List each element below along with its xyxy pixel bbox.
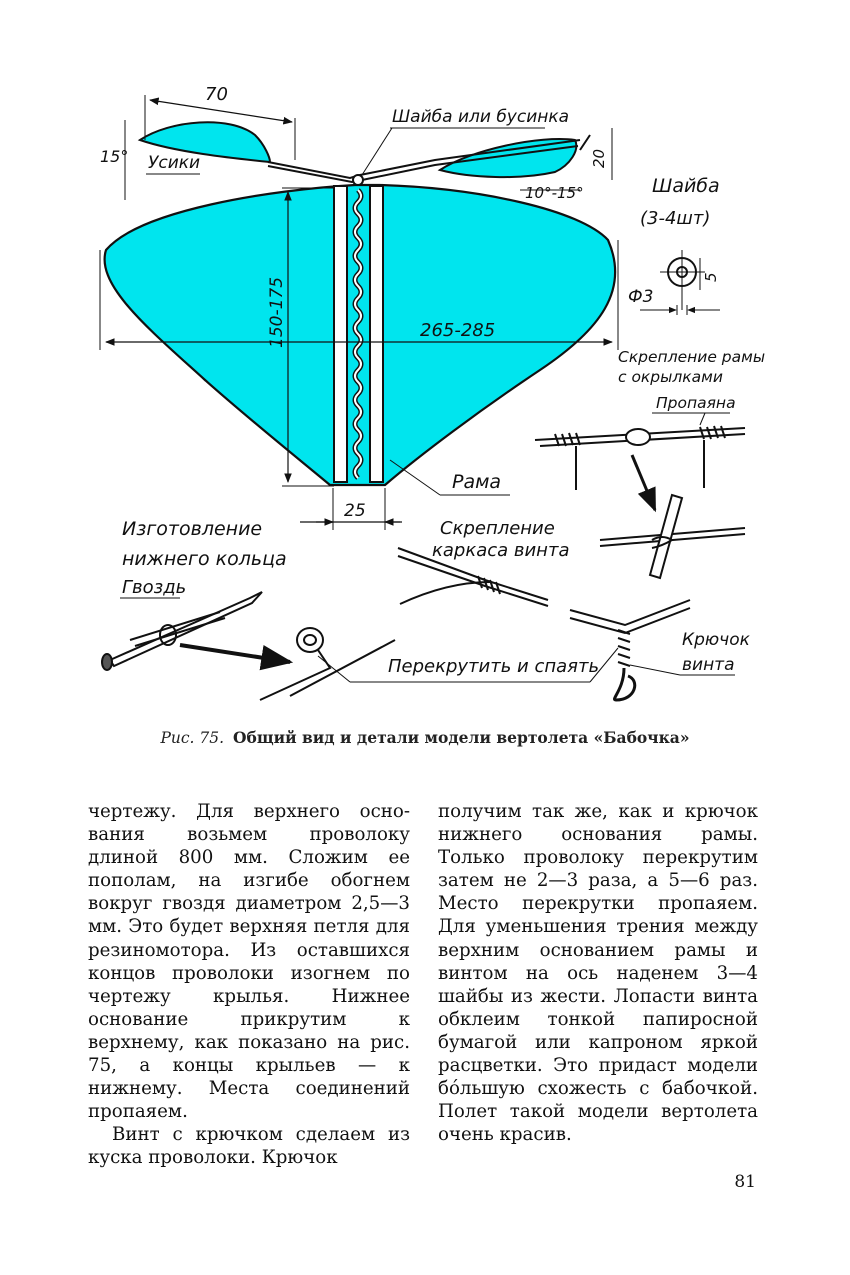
right-paragraph-1: получим так же, как и крю­чок нижнего ос… xyxy=(438,801,758,1146)
dim-70-label: 70 xyxy=(205,84,228,105)
prop-frame-label-1: Скрепление xyxy=(440,518,555,539)
right-column: получим так же, как и крю­чок нижнего ос… xyxy=(438,800,758,1146)
figure-number: Рис. 75. xyxy=(160,729,225,747)
ring-drawing xyxy=(259,627,396,701)
hook-label-2: винта xyxy=(682,655,735,675)
dim-150-175-label: 150-175 xyxy=(267,277,287,348)
page-number: 81 xyxy=(734,1172,756,1192)
lower-ring-label-1: Изготовление xyxy=(122,518,262,540)
nail-drawing xyxy=(101,591,263,671)
dim-265-285-label: 265-285 xyxy=(420,320,495,341)
dim-20-label: 20 xyxy=(590,149,608,168)
frame-rails xyxy=(333,185,384,483)
left-paragraph-2: Винт с крючком сделаем из куска проволок… xyxy=(88,1124,410,1169)
hook-drawing xyxy=(569,599,691,702)
lower-ring-label-2: нижнего кольца xyxy=(122,548,287,570)
washer-title-label: Шайба xyxy=(652,175,720,197)
hook-label-1: Крючок xyxy=(682,630,751,650)
frame-wings-label-1: Скрепление рамы xyxy=(618,348,765,366)
left-column: чертежу. Для верхнего осно­вания возьмем… xyxy=(88,800,410,1170)
caption-text: Общий вид и детали модели вертолета «Баб… xyxy=(233,728,690,747)
prop-frame-drawing xyxy=(397,547,549,607)
nail-label: Гвоздь xyxy=(122,577,186,598)
frame-wings-label-2: с окрылками xyxy=(618,368,723,386)
right-blade xyxy=(437,138,578,179)
figure-caption: Рис. 75. Общий вид и детали модели верто… xyxy=(60,728,790,747)
helicopter-figure: 70 15° Усики Шайба или бусинка 20 10°-15… xyxy=(99,84,765,702)
left-paragraph-1: чертежу. Для верхнего осно­вания возьмем… xyxy=(88,801,410,1123)
washer-or-bead-label: Шайба или бусинка xyxy=(392,107,569,127)
dim-25-label: 25 xyxy=(344,501,366,521)
washer-qty-label: (3-4шт) xyxy=(640,208,710,229)
prop-frame-label-2: каркаса винта xyxy=(432,540,569,561)
angle-15-label: 15° xyxy=(100,147,128,166)
dim-5-label: 5 xyxy=(702,272,720,282)
twist-solder-label: Перекрутить и спаять xyxy=(388,656,599,677)
soldered-label: Пропаяна xyxy=(656,394,736,412)
rama-label: Рама xyxy=(452,471,501,493)
bend-drawing xyxy=(599,493,746,580)
usiki-label: Усики xyxy=(148,153,200,173)
frame-wing-joint-drawing xyxy=(534,425,746,490)
washer-drawing xyxy=(640,250,720,315)
phi3-label: Ф3 xyxy=(628,287,653,307)
top-washer xyxy=(352,174,364,186)
angle-10-15-label: 10°-15° xyxy=(525,184,584,202)
